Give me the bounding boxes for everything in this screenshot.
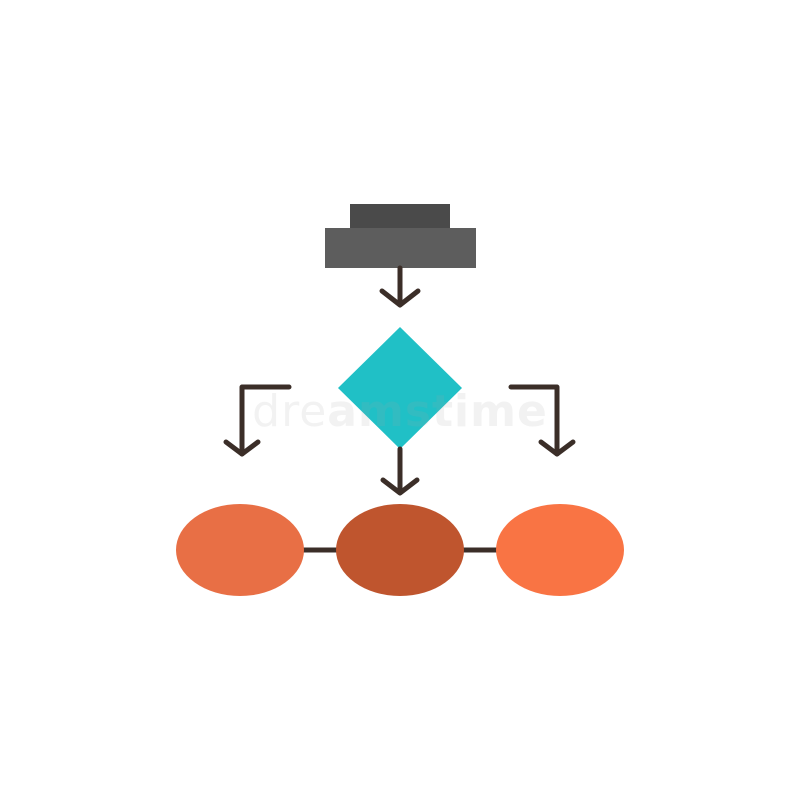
start-block [325, 228, 476, 268]
decision-diamond [338, 327, 462, 449]
left-branch-arrow-icon [223, 384, 292, 457]
process-node-center [336, 504, 464, 596]
right-branch-arrow-icon [508, 384, 576, 457]
center-arrow-down-icon [380, 446, 420, 496]
start-block-tab [350, 204, 450, 229]
process-node-right [496, 504, 624, 596]
process-node-left [176, 504, 304, 596]
arrow-down-icon [379, 265, 421, 308]
